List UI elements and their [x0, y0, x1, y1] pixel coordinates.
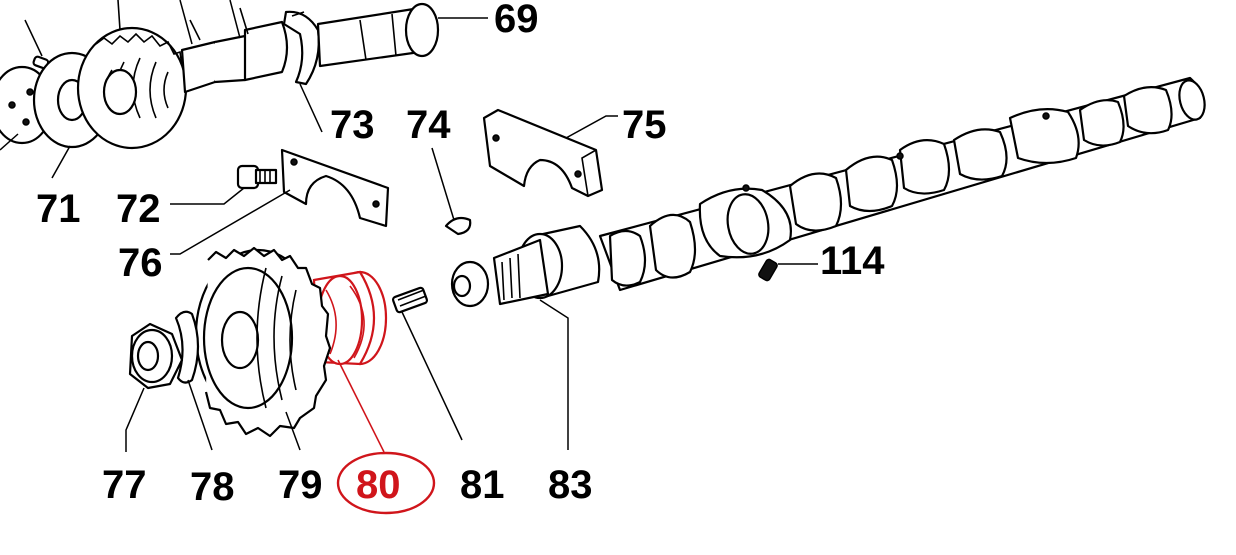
callout-76: 76: [118, 241, 163, 285]
callout-74: 74: [406, 103, 451, 147]
part-76-plate: [170, 148, 390, 255]
top-left-gear-assembly: [0, 0, 488, 179]
part-75-bearing-cap: [482, 108, 618, 198]
callout-83: 83: [548, 463, 593, 507]
callout-73: 73: [330, 103, 375, 147]
callout-69: 69: [494, 0, 539, 41]
callout-81: 81: [460, 463, 505, 507]
callout-114: 114: [820, 239, 885, 283]
callout-78: 78: [190, 465, 235, 509]
callout-72: 72: [116, 187, 161, 231]
part-74-key: [431, 147, 472, 236]
part-72-bolt: [170, 164, 278, 205]
part-83-camshaft: [450, 76, 1206, 450]
part-77-nut: [125, 322, 184, 452]
callout-71: 71: [36, 187, 81, 231]
callout-79: 79: [278, 463, 323, 507]
part-78-washer: [174, 310, 213, 451]
callout-80: 80: [356, 463, 401, 507]
callout-77: 77: [102, 463, 147, 507]
part-81-key: [391, 286, 463, 441]
part-114-pin: [758, 258, 818, 282]
callout-labels: 69 73 74 75 71 72 76 114 77 78 79 80 81 …: [36, 0, 885, 509]
part-79-large-gear: [194, 246, 332, 451]
highlight-circle: [336, 451, 436, 515]
callout-75: 75: [622, 103, 667, 147]
